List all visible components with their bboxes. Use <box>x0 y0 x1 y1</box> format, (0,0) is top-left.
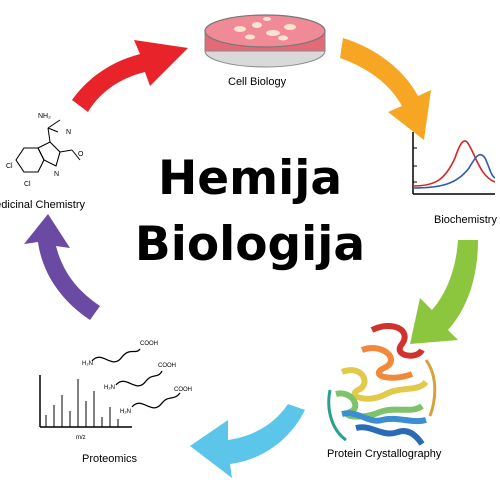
petri-dish-image <box>204 14 326 68</box>
arrow-blue <box>190 404 305 478</box>
svg-text:N: N <box>54 171 59 178</box>
arrow-purple <box>24 214 100 320</box>
arrow-red <box>72 40 188 112</box>
stage-label-medicinal-chemistry: Medicinal Chemistry <box>0 199 86 211</box>
biochemistry-chart-image <box>412 132 495 195</box>
svg-text:N: N <box>66 129 71 136</box>
svg-text:COOH: COOH <box>158 363 176 369</box>
stage-label-protein-crystallography: Protein Crystallography <box>327 448 442 460</box>
svg-text:COOH: COOH <box>174 387 192 393</box>
stage-label-biochemistry: Biochemistry <box>434 214 497 226</box>
protein-structure-image <box>327 323 437 446</box>
stage-label-proteomics: Proteomics <box>82 453 138 465</box>
mz-axis-label: m/z <box>76 435 86 441</box>
arrow-green <box>410 240 478 344</box>
svg-text:COOH: COOH <box>140 341 158 347</box>
svg-text:H₂N: H₂N <box>120 409 131 415</box>
svg-text:Cl: Cl <box>24 181 31 188</box>
svg-text:NH₂: NH₂ <box>38 113 51 120</box>
svg-text:O: O <box>78 151 84 158</box>
title-line-2: Biologija <box>134 217 366 272</box>
stage-label-cell-biology: Cell Biology <box>228 76 287 88</box>
svg-text:Cl: Cl <box>6 163 13 170</box>
proteomics-image: m/z H₂N COOH H₂N COOH H₂N COOH <box>39 341 192 441</box>
title-line-1: Hemija <box>157 151 343 206</box>
svg-text:H₂N: H₂N <box>104 385 115 391</box>
svg-text:H₂N: H₂N <box>82 361 93 367</box>
arrow-orange <box>340 38 431 140</box>
molecule-structure-image: NH₂ N Cl Cl N O <box>6 113 84 188</box>
